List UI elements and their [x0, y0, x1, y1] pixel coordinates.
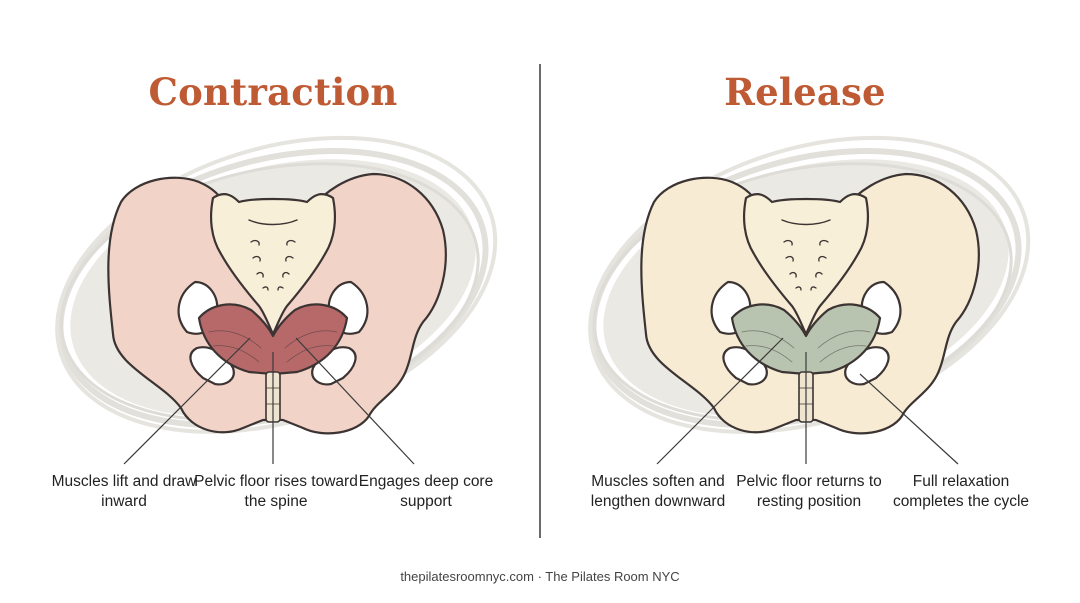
label-muscles-soften: Muscles soften and lengthen downward — [590, 473, 726, 510]
label-full-relaxation: Full relaxation completes the cycle — [892, 473, 1030, 510]
release-title: Release — [724, 70, 886, 114]
contraction-leader-lines — [123, 337, 415, 465]
release-pelvis — [640, 172, 980, 435]
contraction-pelvis — [107, 172, 447, 435]
label-pelvic-floor-rises: Pelvic floor rises toward the spine — [194, 473, 358, 510]
contraction-figure — [19, 86, 533, 484]
footer-credit: thepilatesroomnyc.com · The Pilates Room… — [400, 569, 680, 584]
contraction-title: Contraction — [148, 70, 398, 114]
label-engages-core: Engages deep core support — [358, 473, 494, 510]
release-leader-lines — [656, 337, 959, 465]
release-figure — [552, 86, 1066, 484]
label-muscles-lift: Muscles lift and draw inward — [51, 473, 197, 510]
panel-divider — [539, 64, 541, 538]
label-pelvic-floor-returns: Pelvic floor returns to resting position — [736, 473, 882, 510]
